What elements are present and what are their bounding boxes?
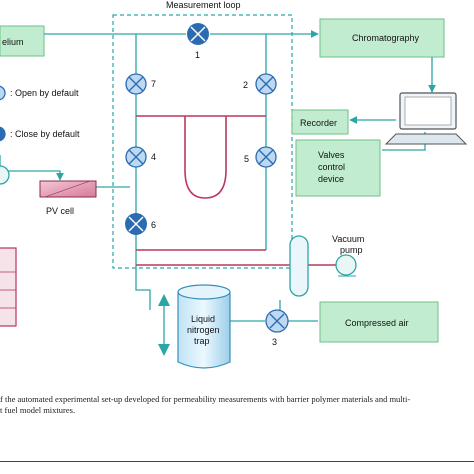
- left-pump-icon: [0, 165, 10, 185]
- valve-3-icon: [265, 309, 289, 333]
- legend-close-label: : Close by default: [10, 129, 80, 139]
- valve-2-icon: [255, 73, 277, 95]
- compressed-air-box: [319, 301, 439, 343]
- valve-6-icon: [125, 213, 147, 235]
- trap-label-2: nitrogen: [187, 325, 220, 335]
- chromatography-box: [319, 18, 445, 58]
- computer-icon: [384, 92, 468, 145]
- trap-label-3: trap: [194, 336, 210, 346]
- chromatography-label: Chromatography: [352, 33, 420, 43]
- caption-line-2: t fuel model mixtures.: [0, 405, 76, 415]
- valve-4-label: 4: [151, 152, 156, 162]
- vacuum-pump-label-2: pump: [340, 245, 363, 255]
- valves-control-box: [295, 139, 381, 197]
- legend-close-icon: [0, 126, 6, 142]
- recorder-box: [291, 109, 349, 135]
- valves-control-label-3: device: [318, 174, 344, 184]
- valve-6-label: 6: [151, 220, 156, 230]
- valve-4-icon: [125, 146, 147, 168]
- helium-box: [0, 25, 45, 57]
- valves-control-label-1: Valves: [318, 150, 345, 160]
- valve-1-label: 1: [195, 50, 200, 60]
- valve-7-icon: [125, 73, 147, 95]
- compressed-air-label: Compressed air: [345, 318, 409, 328]
- measurement-loop-box: [112, 14, 293, 269]
- u-tube: [184, 116, 227, 199]
- valve-3-label: 3: [272, 337, 277, 347]
- line-to-pv-cell: [0, 155, 64, 181]
- left-branch: [135, 34, 151, 310]
- nitrogen-trap-icon: [177, 284, 231, 369]
- recorder-label: Recorder: [300, 118, 337, 128]
- measurement-loop-label: Measurement loop: [166, 0, 241, 10]
- valve-2-label: 2: [243, 80, 248, 90]
- caption-line-1: f the automated experimental set-up deve…: [0, 394, 411, 404]
- bottom-rule: [0, 461, 474, 462]
- left-container: [0, 247, 17, 327]
- legend-open-icon: [0, 85, 6, 101]
- valve-1-icon: [187, 23, 209, 45]
- trap-lift-arrow: [158, 294, 170, 356]
- legend-open-label: : Open by default: [10, 88, 79, 98]
- figure-caption: f the automated experimental set-up deve…: [0, 394, 474, 416]
- valves-control-label-2: control: [318, 162, 345, 172]
- trap-label-1: Liquid: [191, 314, 215, 324]
- vacuum-pump-label-1: Vacuum: [332, 234, 364, 244]
- vacuum-tube: [289, 235, 309, 297]
- helium-label: elium: [2, 37, 24, 47]
- pv-cell-label: PV cell: [46, 206, 74, 216]
- vacuum-pump-icon: [335, 254, 357, 276]
- valve-5-label: 5: [244, 154, 249, 164]
- valve-7-label: 7: [151, 79, 156, 89]
- valve-5-icon: [255, 146, 277, 168]
